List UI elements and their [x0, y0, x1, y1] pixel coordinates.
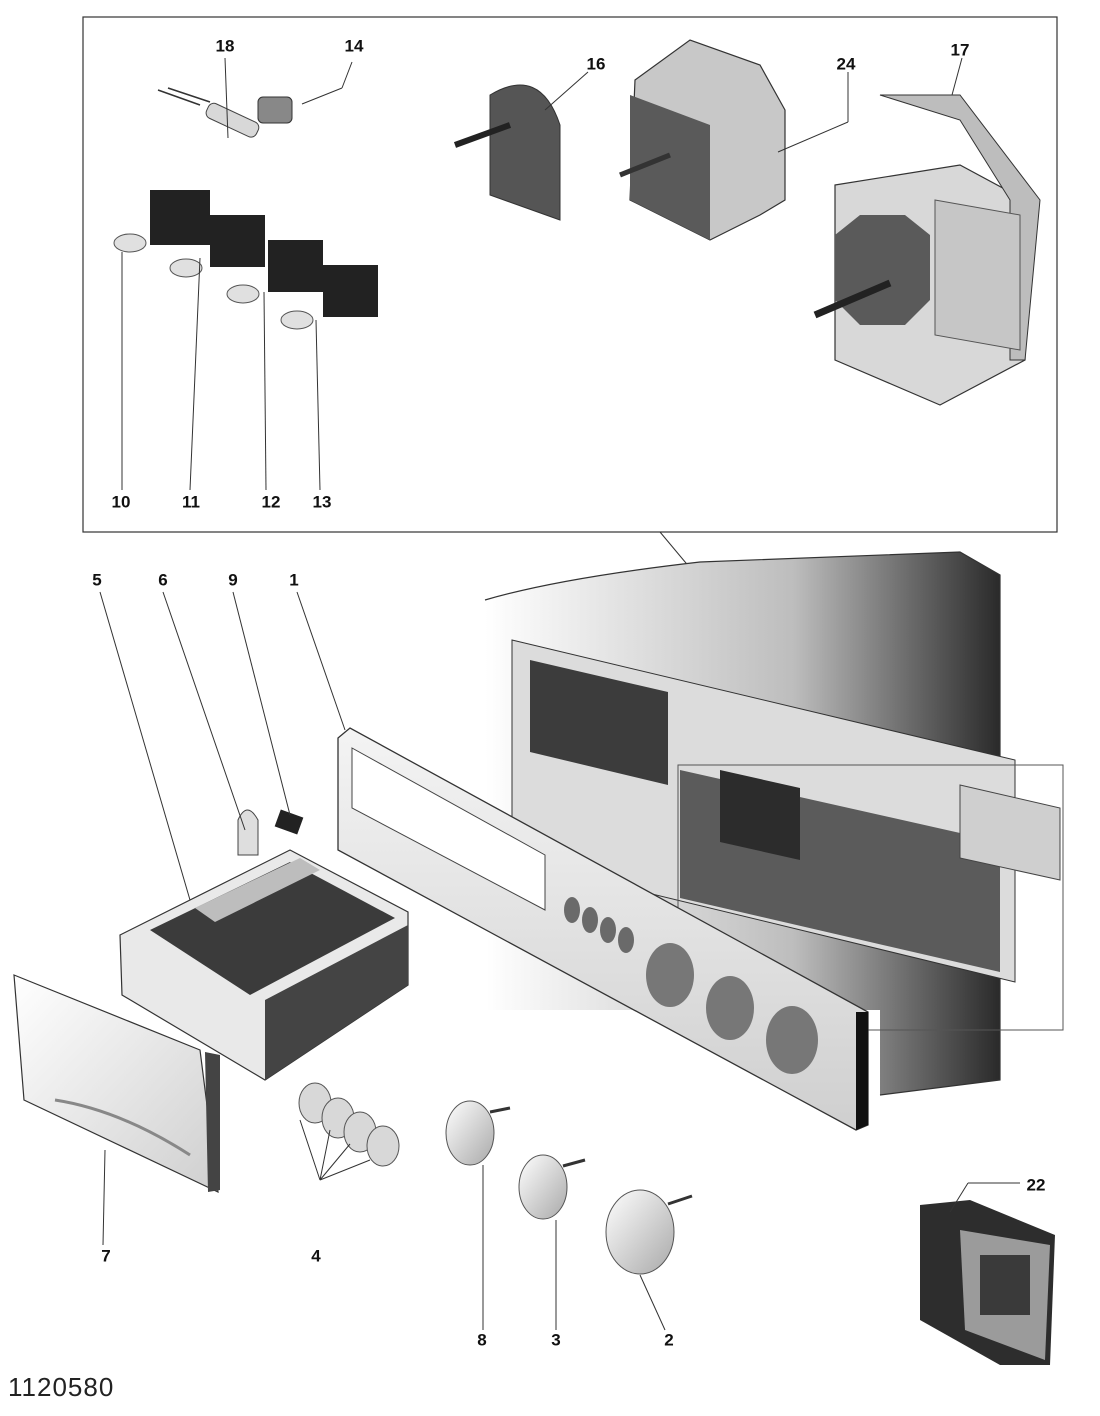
- timer-programmer: [813, 94, 1041, 406]
- callout-12: 12: [261, 492, 281, 512]
- callout-16: 16: [586, 54, 606, 74]
- detergent-drawer: [119, 849, 409, 1081]
- leader-lines: [99, 57, 1020, 1331]
- callout-13: 13: [312, 492, 332, 512]
- callout-6: 6: [158, 570, 168, 590]
- callout-24: 24: [836, 54, 856, 74]
- callout-4: 4: [311, 1246, 321, 1266]
- callout-18: 18: [215, 36, 235, 56]
- control-panel-fascia: [337, 727, 869, 1131]
- callout-9: 9: [228, 570, 238, 590]
- callout-17: 17: [950, 40, 970, 60]
- callout-7: 7: [101, 1246, 111, 1266]
- program-knobs: [445, 1100, 693, 1275]
- indicator-lamp-assembly: [157, 87, 293, 138]
- door-lock-board: [920, 1200, 1055, 1365]
- callout-10: 10: [111, 492, 131, 512]
- siphon-part: [237, 809, 259, 856]
- pushbutton-switches: [113, 190, 378, 330]
- callout-14: 14: [344, 36, 364, 56]
- document-id: 1120580: [8, 1372, 115, 1402]
- callout-5: 5: [92, 570, 102, 590]
- push-buttons: [298, 1082, 400, 1181]
- drawer-front-panel: [13, 974, 220, 1194]
- callout-8: 8: [477, 1330, 487, 1350]
- callout-1: 1: [289, 570, 299, 590]
- callout-3: 3: [551, 1330, 561, 1350]
- detail-inset-frame: [82, 16, 1058, 533]
- callout-11: 11: [182, 492, 200, 512]
- sensor-part: [274, 809, 304, 835]
- machine-detail-highlight: [677, 764, 1064, 1031]
- timer-motor: [619, 39, 786, 241]
- pressure-switch: [453, 84, 561, 221]
- callout-2: 2: [664, 1330, 674, 1350]
- callout-22: 22: [1026, 1175, 1046, 1195]
